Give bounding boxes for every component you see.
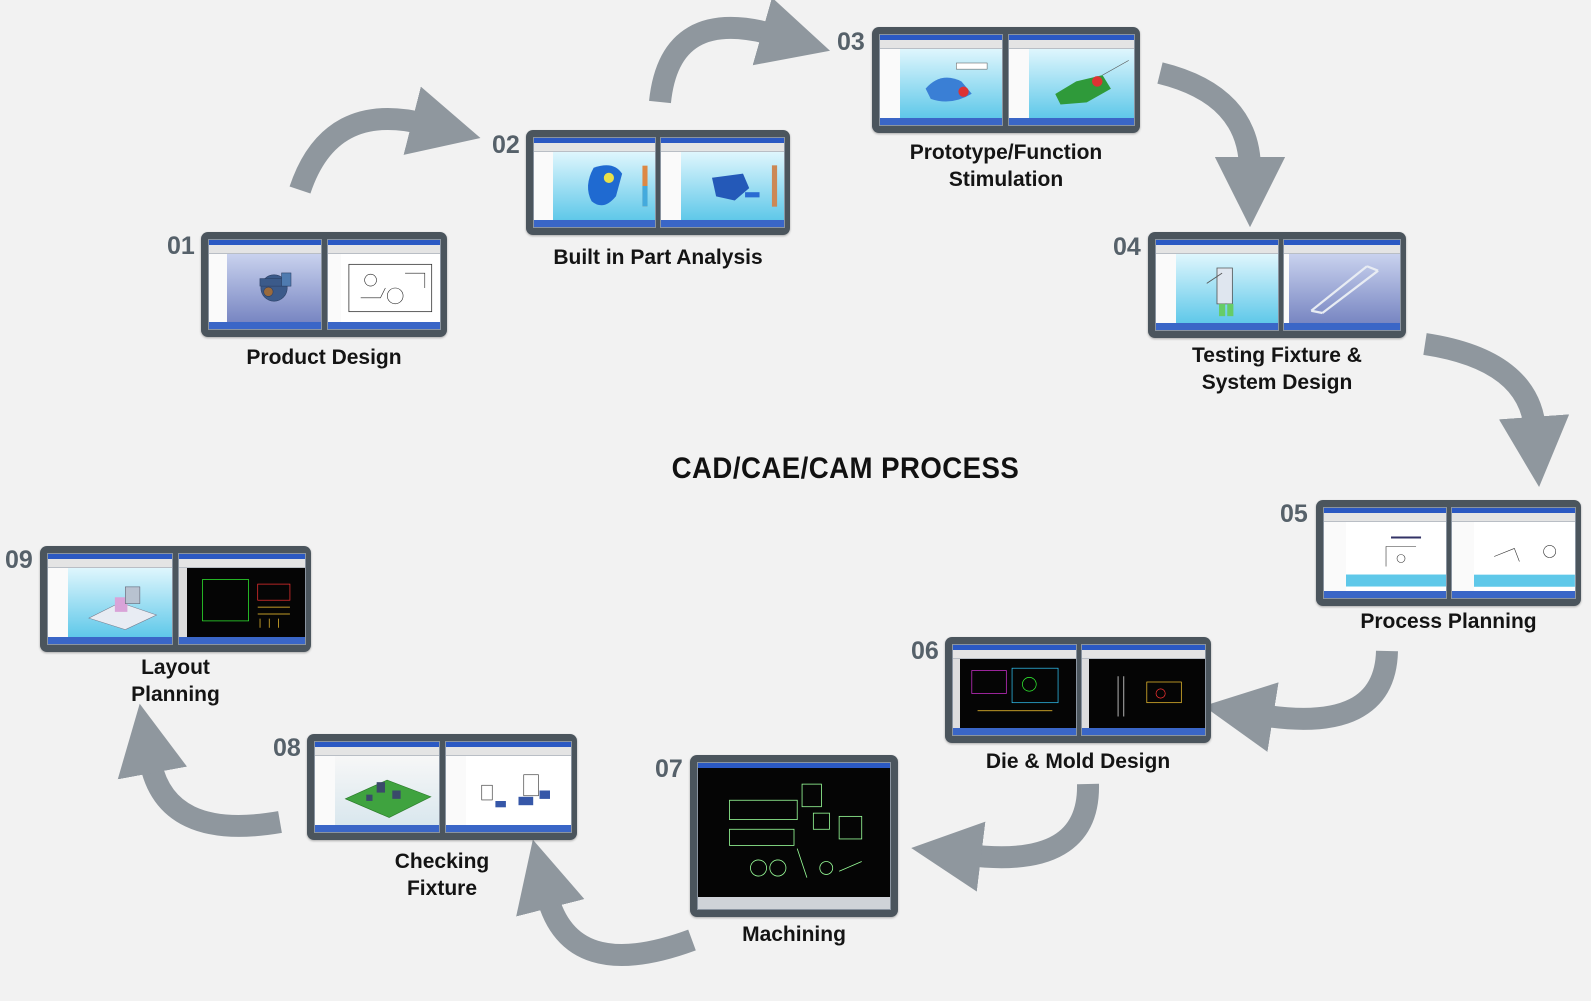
step-number: 09 bbox=[5, 546, 33, 574]
step-label: Checking Fixture bbox=[394, 850, 490, 900]
arrow-01-to-02 bbox=[289, 86, 481, 194]
step-number: 01 bbox=[167, 232, 195, 260]
step-number: 03 bbox=[837, 28, 865, 56]
fixture-screenshot bbox=[1155, 239, 1279, 331]
step-label: Process Planning bbox=[1360, 610, 1537, 633]
step-number: 04 bbox=[1113, 233, 1141, 261]
step-label: Product Design bbox=[246, 346, 402, 369]
step-screenshots-frame bbox=[690, 755, 898, 917]
checking-fixture-screenshot bbox=[445, 741, 572, 833]
step-label: Testing Fixture & System Design bbox=[1192, 344, 1362, 394]
step-screenshots-frame bbox=[307, 734, 577, 840]
step-screenshots-frame bbox=[872, 27, 1140, 133]
arrow-02-to-03 bbox=[649, 0, 831, 104]
die-design-screenshot bbox=[952, 644, 1077, 736]
step-screenshots-frame bbox=[526, 130, 790, 235]
machining-screenshot bbox=[697, 762, 891, 910]
step-number: 07 bbox=[655, 755, 683, 783]
step-number: 02 bbox=[492, 131, 520, 159]
cad-screenshot bbox=[208, 239, 322, 330]
arrow-06-to-07 bbox=[911, 783, 1100, 892]
arrow-07-to-08 bbox=[516, 839, 696, 966]
arrow-05-to-06 bbox=[1203, 650, 1398, 752]
die-design-screenshot bbox=[1081, 644, 1206, 736]
arrow-04-to-05 bbox=[1423, 333, 1570, 488]
step-number: 08 bbox=[273, 734, 301, 762]
fea-screenshot bbox=[660, 137, 785, 228]
fixture-screenshot bbox=[1283, 239, 1401, 331]
simulation-screenshot bbox=[1008, 34, 1135, 126]
step-screenshots-frame bbox=[201, 232, 447, 337]
step-label: Built in Part Analysis bbox=[553, 246, 763, 269]
step-number: 06 bbox=[911, 637, 939, 665]
diagram-title: CAD/CAE/CAM PROCESS bbox=[671, 452, 1020, 485]
arrow-08-to-09 bbox=[117, 703, 282, 837]
simulation-screenshot bbox=[879, 34, 1003, 126]
checking-fixture-screenshot bbox=[314, 741, 440, 833]
step-screenshots-frame bbox=[40, 546, 311, 652]
drawing-screenshot bbox=[327, 239, 441, 330]
layout-screenshot bbox=[47, 553, 173, 645]
step-screenshots-frame bbox=[1316, 500, 1581, 606]
planning-screenshot bbox=[1451, 507, 1576, 599]
step-screenshots-frame bbox=[945, 637, 1211, 743]
step-number: 05 bbox=[1280, 500, 1308, 528]
arrow-03-to-04 bbox=[1157, 62, 1286, 228]
step-screenshots-frame bbox=[1148, 232, 1406, 338]
planning-screenshot bbox=[1323, 507, 1447, 599]
step-label: Prototype/Function Stimulation bbox=[909, 141, 1103, 191]
layout-screenshot bbox=[178, 553, 306, 645]
fea-screenshot bbox=[533, 137, 656, 228]
step-label: Die & Mold Design bbox=[985, 750, 1171, 773]
step-label: Machining bbox=[742, 923, 846, 946]
step-label: Layout Planning bbox=[131, 656, 220, 706]
